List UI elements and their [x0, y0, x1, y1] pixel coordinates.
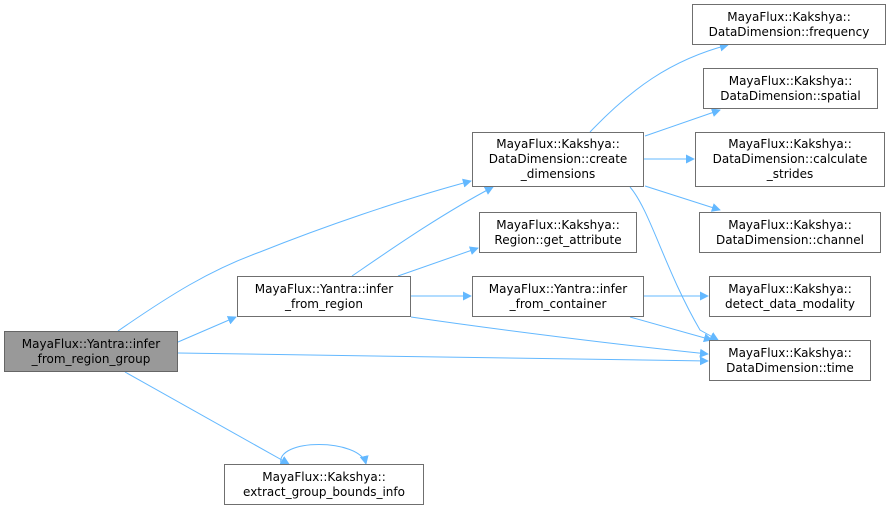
- node-get-attribute[interactable]: MayaFlux::Kakshya:: Region::get_attribut…: [479, 212, 637, 253]
- edge-infer-region-to-get-attr: [397, 246, 479, 277]
- node-label-line: MayaFlux::Yantra::infer: [254, 281, 394, 296]
- node-label-line: MayaFlux::Kakshya::: [262, 469, 386, 484]
- node-label-line: DataDimension::frequency: [708, 24, 870, 39]
- node-infer-from-region-group[interactable]: MayaFlux::Yantra::infer _from_region_gro…: [4, 331, 178, 372]
- node-create-dimensions[interactable]: MayaFlux::Kakshya:: DataDimension::creat…: [472, 132, 644, 187]
- node-label-line: extract_group_bounds_info: [243, 484, 405, 499]
- node-label-line: _strides: [766, 167, 814, 181]
- edge-root-to-time: [177, 352, 709, 366]
- node-label-line: MayaFlux::Yantra::infer: [488, 281, 628, 296]
- node-label-line: DataDimension::spatial: [720, 88, 861, 103]
- node-label-line: DataDimension::create: [488, 152, 628, 166]
- edge-root-to-extract: [124, 371, 290, 465]
- node-label-line: MayaFlux::Kakshya::: [728, 281, 852, 296]
- node-label-line: MayaFlux::Kakshya::: [496, 217, 620, 232]
- node-infer-from-container[interactable]: MayaFlux::Yantra::infer _from_container: [472, 276, 644, 317]
- node-spatial[interactable]: MayaFlux::Kakshya:: DataDimension::spati…: [703, 68, 878, 109]
- node-label-line: MayaFlux::Kakshya::: [728, 73, 853, 88]
- node-label-line: MayaFlux::Yantra::infer: [21, 336, 161, 351]
- edge-create-dims-to-frequency: [589, 42, 729, 133]
- node-calculate-strides[interactable]: MayaFlux::Kakshya:: DataDimension::calcu…: [695, 132, 885, 187]
- node-label-line: MayaFlux::Kakshya::: [728, 217, 852, 232]
- edge-infer-container-to-time: [629, 316, 713, 343]
- node-label-line: DataDimension::calculate: [712, 152, 868, 166]
- node-label-line: _from_region: [285, 296, 363, 311]
- node-label-line: MayaFlux::Kakshya::: [728, 345, 852, 360]
- edge-root-to-create-dims: [117, 178, 472, 332]
- node-label-line: _from_region_group: [31, 351, 151, 366]
- edge-create-dims-to-channel: [644, 185, 721, 212]
- node-label-line: _from_container: [509, 296, 607, 311]
- node-label-line: MayaFlux::Kakshya::: [728, 137, 852, 151]
- node-label-line: MayaFlux::Kakshya::: [496, 137, 620, 151]
- node-label-line: Region::get_attribute: [494, 232, 622, 247]
- node-label-line: _dimensions: [520, 167, 596, 181]
- node-frequency[interactable]: MayaFlux::Kakshya:: DataDimension::frequ…: [692, 4, 886, 45]
- node-time[interactable]: MayaFlux::Kakshya:: DataDimension::time: [709, 340, 871, 381]
- node-label-line: DataDimension::time: [726, 360, 854, 375]
- edge-infer-region-to-create-dims: [351, 186, 494, 277]
- edge-create-dims-to-time: [629, 186, 719, 341]
- edge-root-to-infer-region: [177, 316, 237, 343]
- node-extract-group-bounds-info[interactable]: MayaFlux::Kakshya:: extract_group_bounds…: [224, 464, 424, 505]
- node-infer-from-region[interactable]: MayaFlux::Yantra::infer _from_region: [237, 276, 411, 317]
- node-label-line: detect_data_modality: [725, 296, 855, 311]
- node-detect-data-modality[interactable]: MayaFlux::Kakshya:: detect_data_modality: [709, 276, 871, 317]
- node-label-line: MayaFlux::Kakshya::: [727, 9, 851, 24]
- edge-extract-to-extract: [280, 444, 369, 465]
- node-channel[interactable]: MayaFlux::Kakshya:: DataDimension::chann…: [699, 212, 881, 253]
- edge-infer-region-to-time: [410, 316, 709, 358]
- node-label-line: DataDimension::channel: [715, 232, 864, 247]
- edge-create-dims-to-spatial: [644, 108, 721, 137]
